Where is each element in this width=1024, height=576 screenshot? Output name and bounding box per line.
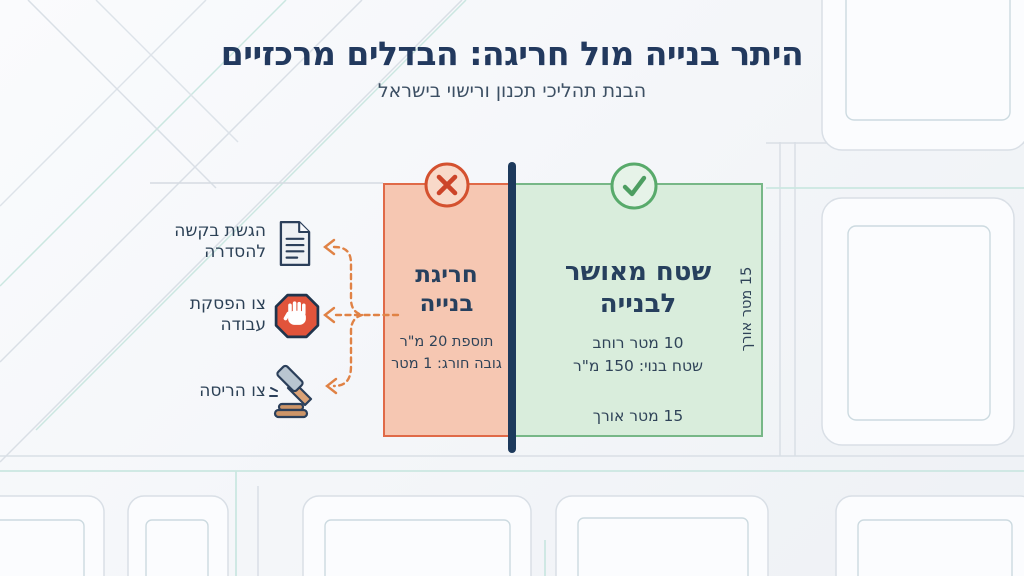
approved-detail-line: 10 מטר רוחב — [592, 334, 684, 352]
check-circle-icon — [610, 162, 658, 210]
page-subtitle: הבנת תהליכי תכנון ורישוי בישראל — [377, 80, 647, 102]
violation-title-line: חריגת — [415, 262, 478, 288]
approved-title-line: שטח מאושר — [564, 257, 712, 287]
consequence-label-stop-work: צו הפסקת עבודה — [120, 294, 266, 337]
consequence-label-line: עבודה — [220, 315, 267, 336]
consequence-label-line: צו הפסקת — [189, 294, 266, 314]
approved-bottom-length-label: 15 מטר אורך — [592, 407, 684, 425]
consequence-label-demolition: צו הריסה — [120, 381, 266, 402]
page-title: היתר בנייה מול חריגה: הבדלים מרכזיים — [220, 34, 804, 73]
hand-shape — [283, 301, 306, 325]
approved-detail-line: שטח בנוי: 150 מ"ר — [572, 357, 704, 376]
arrow-brace-top — [332, 245, 364, 317]
consequence-label-line: להסדרה — [204, 242, 266, 263]
violation-title: חריגת בנייה — [385, 261, 508, 320]
violation-title-line: בנייה — [419, 291, 474, 318]
hammer-icon — [269, 364, 313, 419]
approved-title: שטח מאושר לבנייה — [515, 257, 761, 320]
arrowhead-to-hammer — [325, 377, 338, 395]
arrowhead-to-document — [323, 238, 336, 256]
approved-area-box: שטח מאושר לבנייה 10 מטר רוחב שטח בנוי: 1… — [513, 183, 763, 437]
consequence-label-line: צו הריסה — [199, 381, 266, 401]
violation-detail-line: תוספת 20 מ"ר — [399, 334, 494, 350]
violation-details: תוספת 20 מ"ר גובה חורג: 1 מטר — [385, 332, 508, 376]
stop-hand-icon — [274, 293, 320, 339]
document-icon — [279, 220, 311, 267]
consequence-label-line: הגשת בקשה — [174, 221, 266, 241]
violation-detail-line: גובה חורג: 1 מטר — [391, 355, 502, 372]
arrowhead-to-stop — [323, 306, 336, 324]
x-circle-icon — [424, 162, 470, 208]
header: היתר בנייה מול חריגה: הבדלים מרכזיים הבנ… — [0, 34, 1024, 102]
consequence-label-regularization: הגשת בקשה להסדרה — [120, 221, 266, 264]
boundary-divider-line — [508, 162, 516, 453]
approved-title-line: לבנייה — [599, 288, 677, 319]
map-diagonal-parcels-group — [0, 0, 467, 463]
violation-area-box: חריגת בנייה תוספת 20 מ"ר גובה חורג: 1 מט… — [383, 183, 510, 437]
arrow-brace-bottom — [332, 313, 364, 388]
approved-details: 10 מטר רוחב שטח בנוי: 150 מ"ר — [515, 332, 761, 379]
